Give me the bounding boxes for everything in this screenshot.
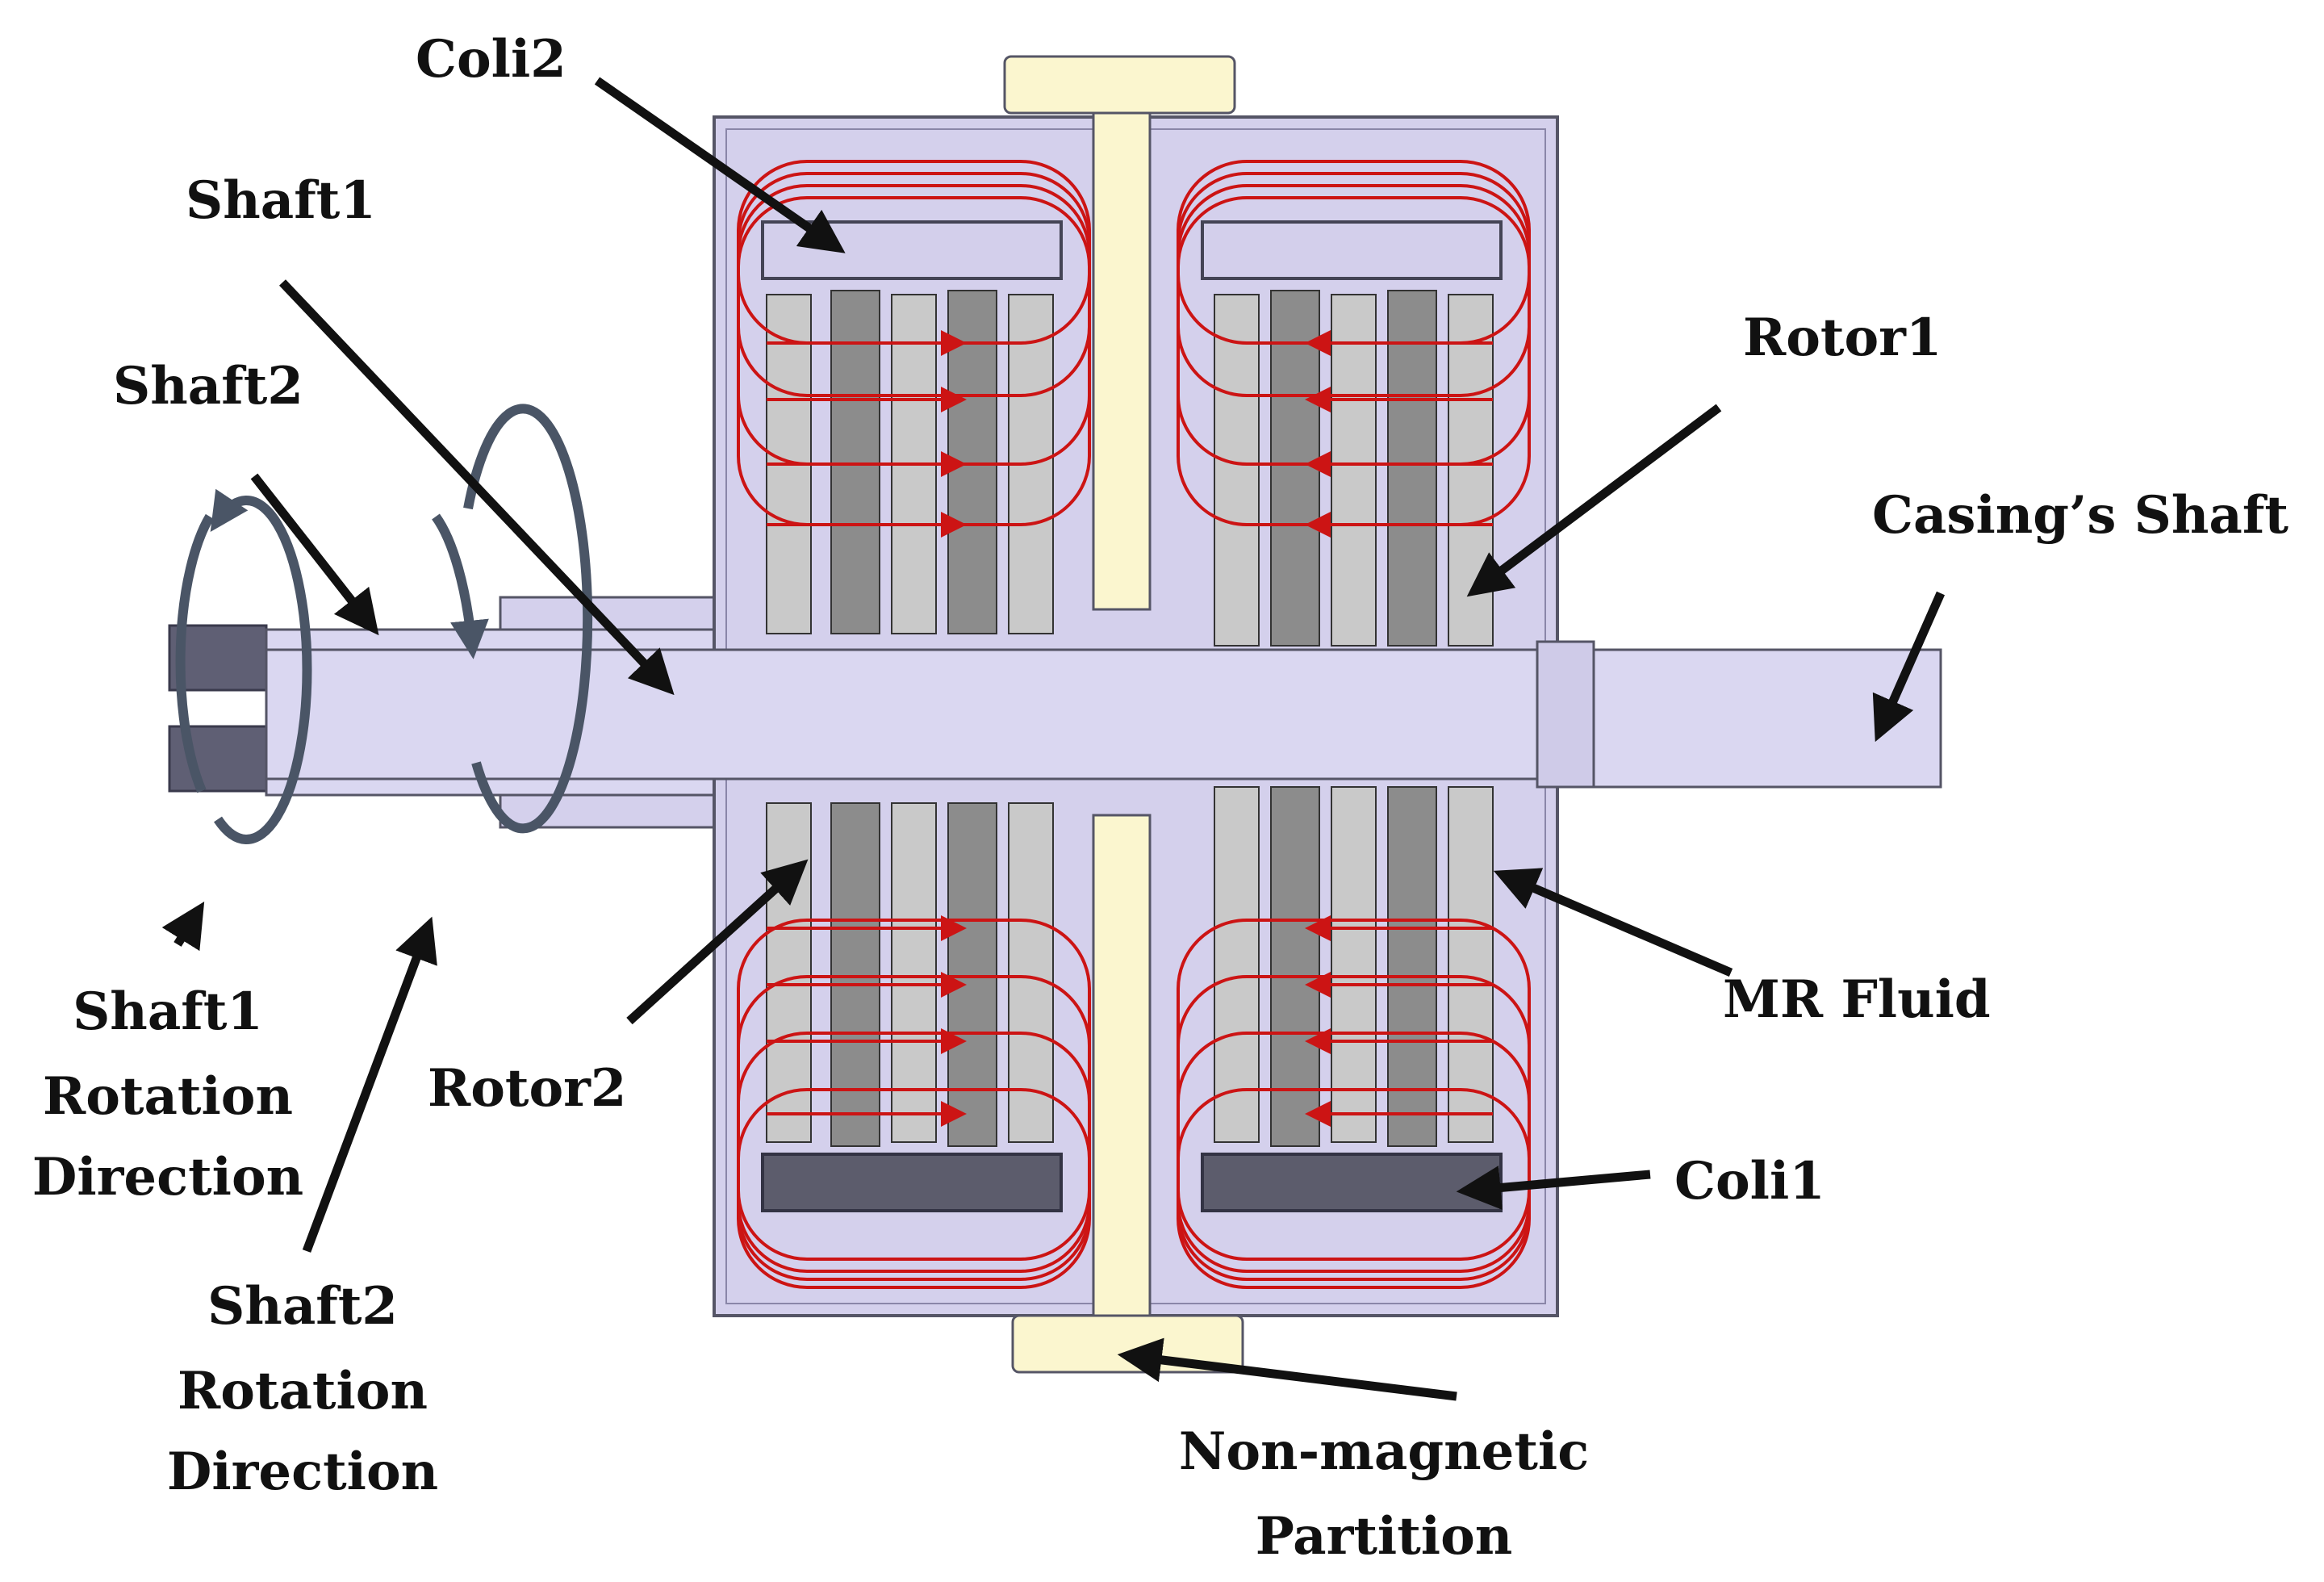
flux-arrows-right: [1305, 330, 1493, 1127]
svg-text:Shaft2: Shaft2: [207, 1276, 398, 1337]
flux-arrows-left: [767, 330, 967, 1127]
rotor1-pointer: [1466, 404, 1722, 597]
leader-arrows: [161, 77, 1946, 1401]
mr-fluid-pointer: [1493, 868, 1733, 977]
shaft1-pointer: [279, 279, 675, 696]
rotor2: [766, 802, 1054, 1147]
rotor2-pointer: [626, 859, 809, 1025]
non-magnetic-partition: [1003, 55, 1244, 1374]
mr-fluid-label: MR Fluid: [1723, 969, 1991, 1030]
svg-text:Rotation: Rotation: [178, 1361, 428, 1421]
flux-loops-bottom-right: [1177, 919, 1531, 1289]
partition-label: Non-magnetic Partition: [1179, 1421, 1589, 1567]
casings-shaft-pointer: [1872, 591, 1946, 743]
rotor2-label: Rotor2: [428, 1058, 626, 1119]
shaft2-label: Shaft2: [113, 356, 303, 416]
partition-pointer: [1117, 1337, 1457, 1401]
shaft2-rotation-label: Shaft2 Rotation Direction: [167, 1276, 438, 1502]
svg-text:Shaft1: Shaft1: [73, 981, 263, 1042]
coil1-label: Coli1: [1674, 1151, 1825, 1212]
plates-bottom-right: [1214, 786, 1494, 1147]
shaft1-label: Shaft1: [186, 170, 376, 231]
casings-shaft-label: Casing’s Shaft: [1872, 485, 2288, 546]
shaft2-rotation-pointer: [302, 916, 437, 1253]
rotor1-label: Rotor1: [1743, 308, 1942, 368]
shaft1: [265, 648, 1575, 781]
shaft2-pointer: [250, 473, 379, 636]
shaft1-rotation-pointer: [161, 901, 205, 952]
svg-text:Non-magnetic: Non-magnetic: [1179, 1421, 1589, 1482]
coil2-pointer: [594, 77, 846, 253]
svg-text:Partition: Partition: [1256, 1506, 1513, 1567]
svg-text:Direction: Direction: [167, 1442, 438, 1502]
shaft1-rotation-icon: [175, 488, 312, 844]
svg-text:Direction: Direction: [32, 1147, 303, 1207]
shaft1-rotation-label: Shaft1 Rotation Direction: [32, 981, 303, 1207]
casings-shaft: [1536, 640, 1942, 789]
coil1: [761, 1153, 1503, 1212]
coil1-pointer: [1456, 1166, 1651, 1210]
svg-text:Rotation: Rotation: [43, 1066, 293, 1127]
flux-loops-bottom-left: [737, 919, 1091, 1289]
coil2-label: Coli2: [416, 29, 566, 90]
